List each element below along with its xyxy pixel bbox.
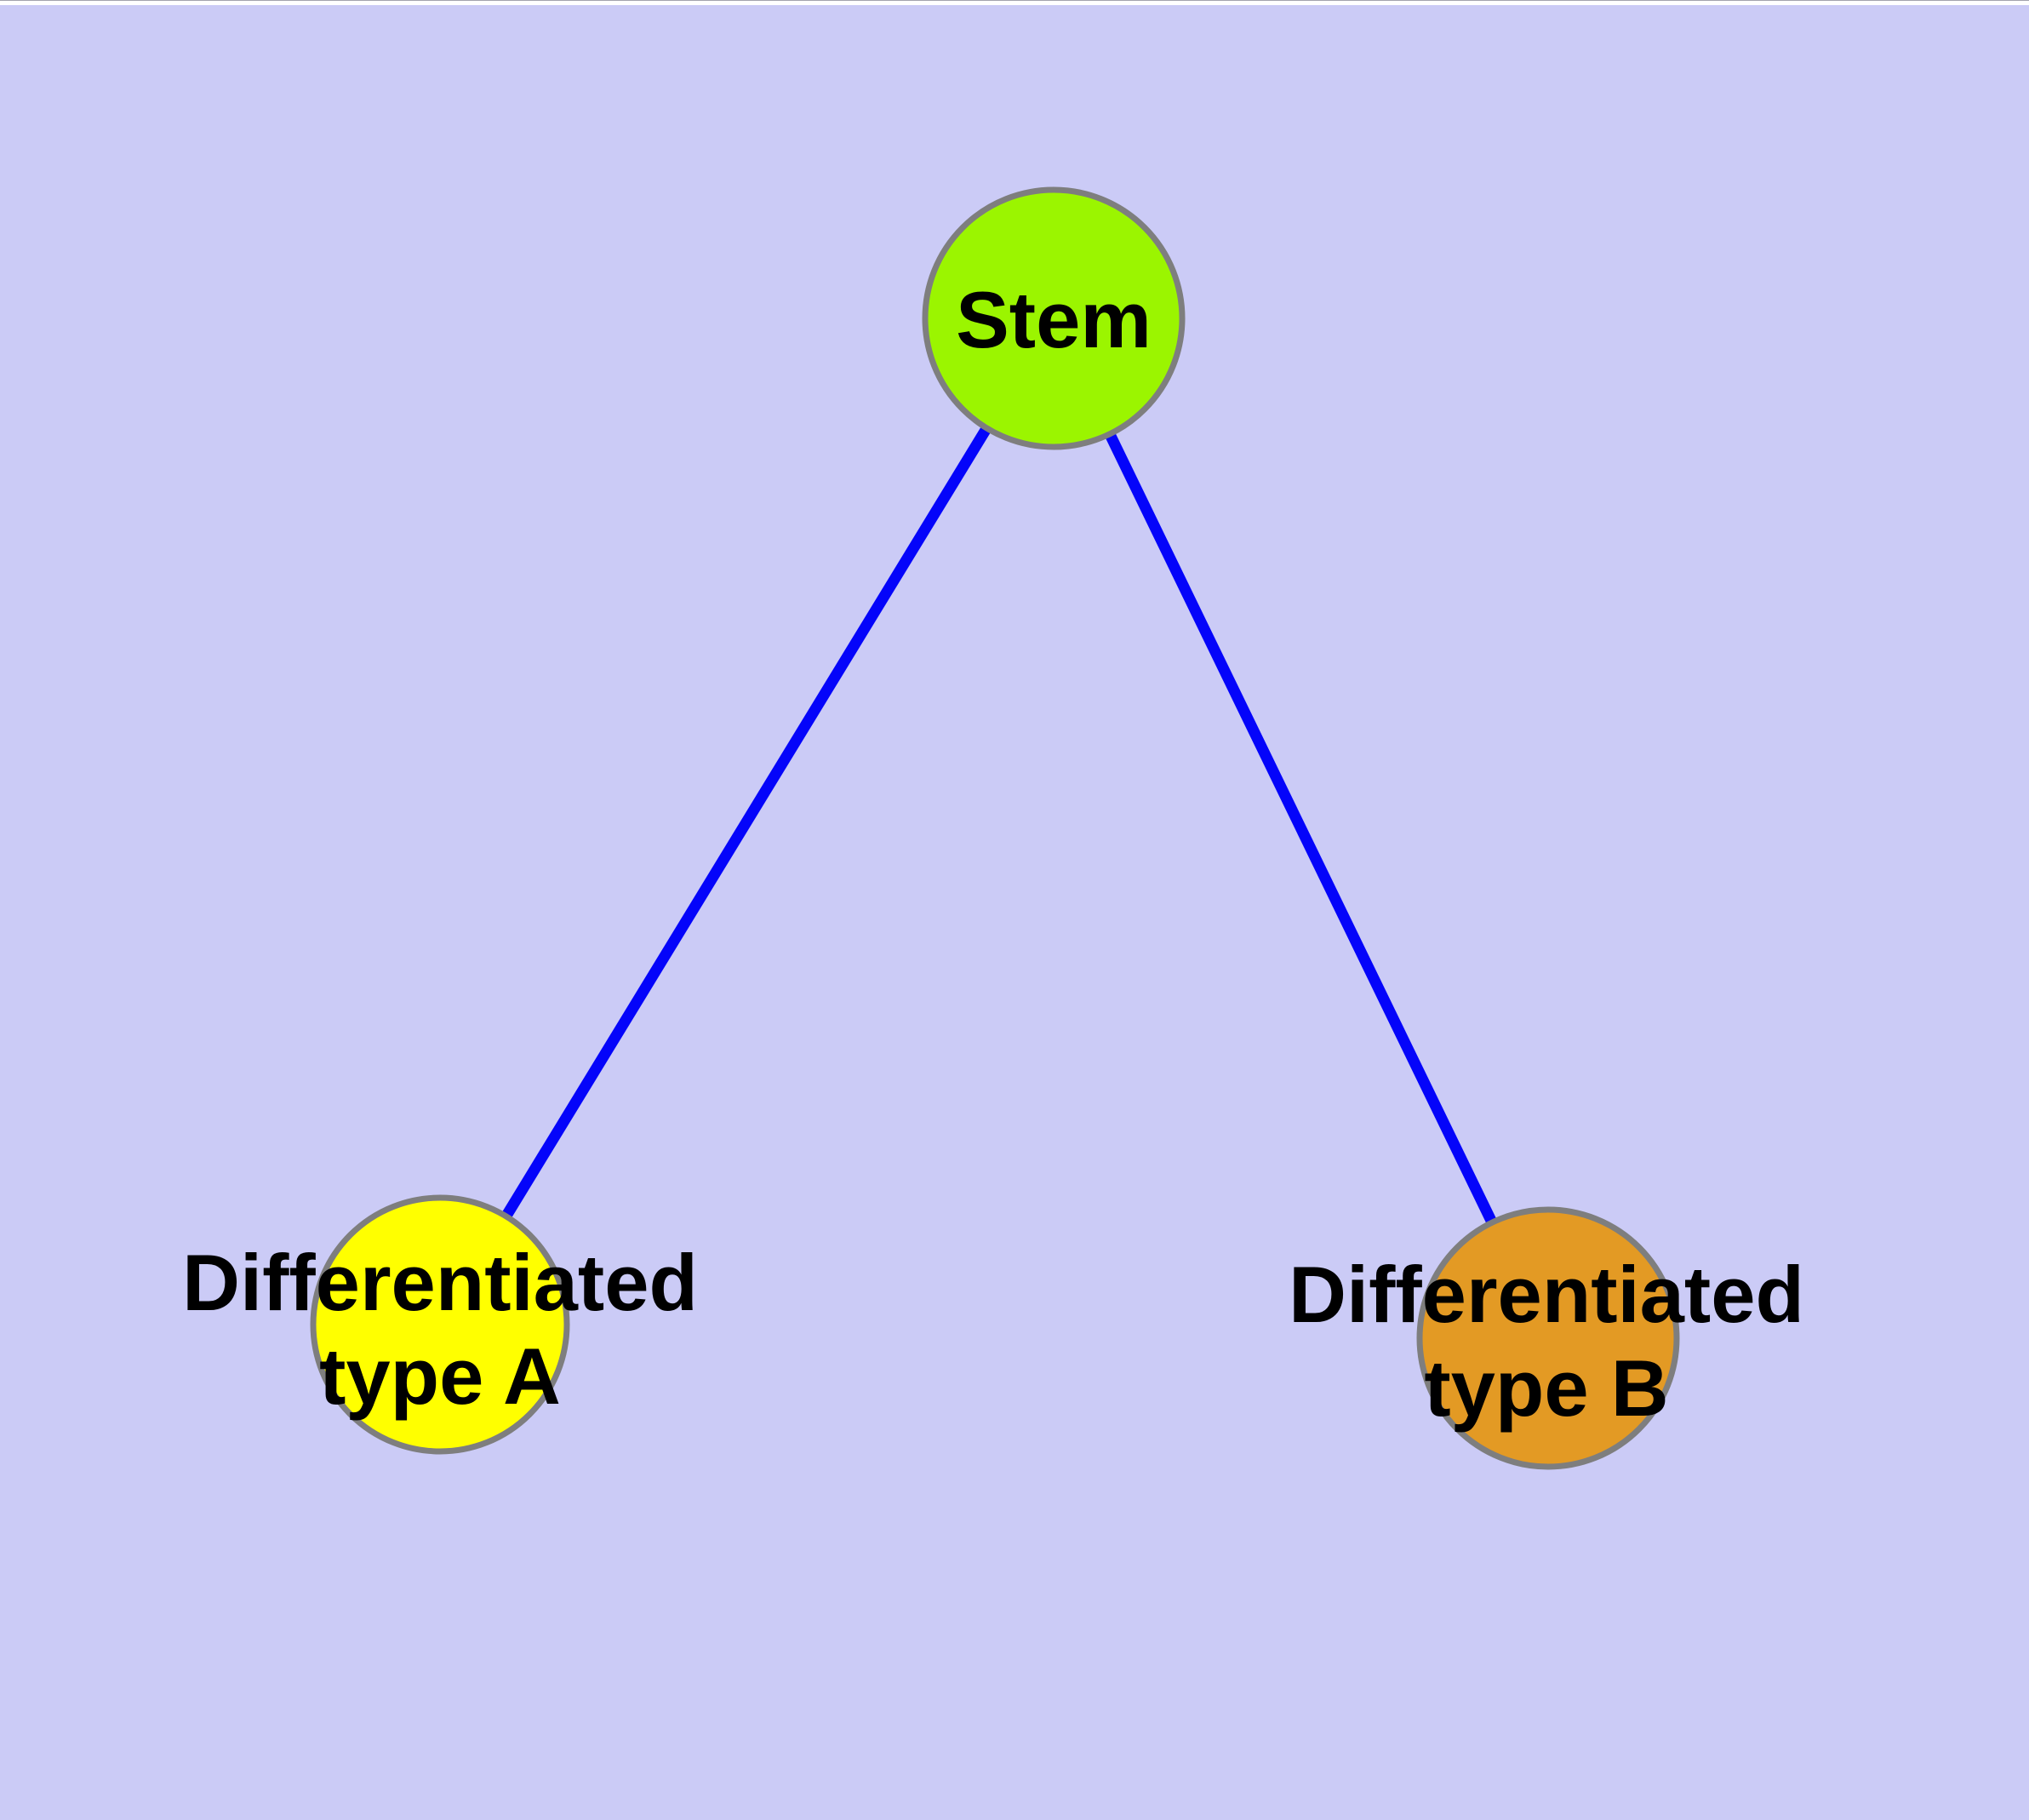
node-differentiated-type-a[interactable]: [310, 1194, 570, 1455]
node-differentiated-type-b[interactable]: [1416, 1206, 1680, 1470]
edge-stem-to-type-b: [1049, 316, 1553, 1341]
top-edge-strip: [0, 0, 2029, 5]
edge-stem-to-type-a: [435, 315, 1059, 1328]
node-stem[interactable]: [922, 186, 1186, 450]
